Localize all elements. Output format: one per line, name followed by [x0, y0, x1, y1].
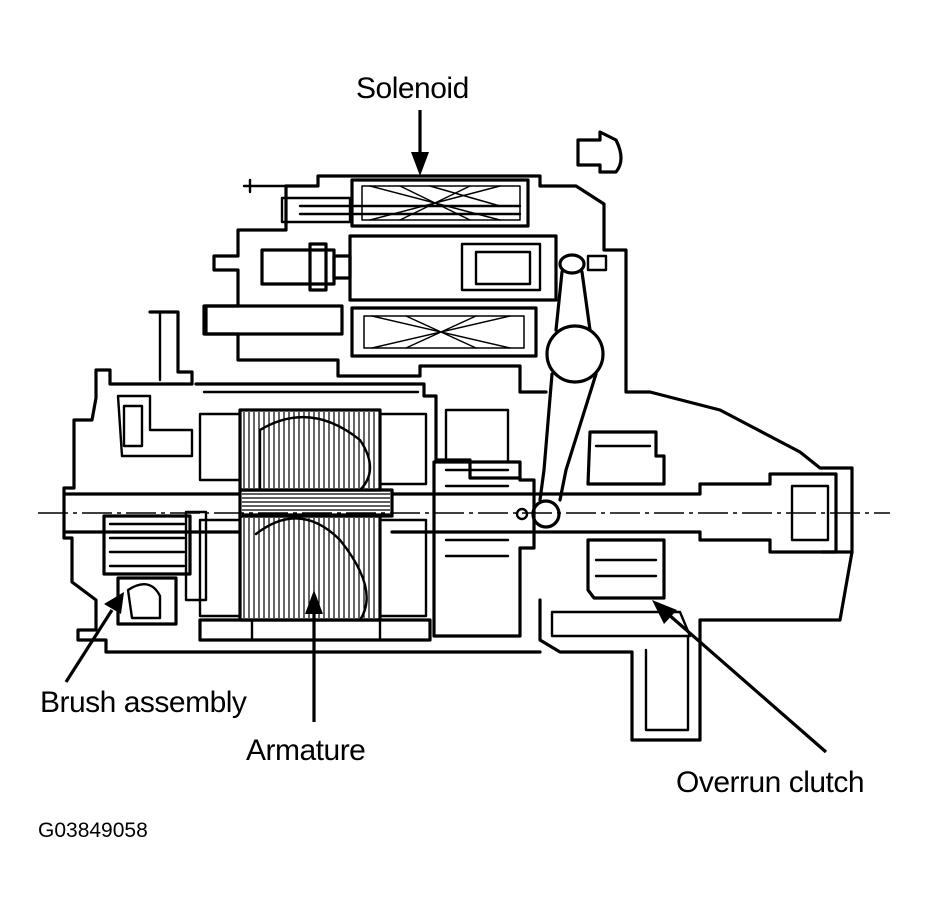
brush-holder: [102, 510, 208, 626]
solenoid-label: Solenoid: [356, 72, 469, 105]
shift-lever: [515, 253, 605, 529]
brush-assembly-label: Brush assembly: [40, 686, 247, 719]
solenoid-body: [202, 130, 854, 554]
figure-id: G03849058: [38, 819, 148, 842]
armature-callout-arrow: [305, 590, 323, 722]
brush-assembly-callout-arrow: [64, 592, 124, 683]
overrun-clutch-callout-arrow: [652, 600, 828, 754]
motor-housing: [62, 310, 542, 654]
armature-winding-hatch: [242, 412, 390, 618]
solenoid-callout-arrow: [411, 110, 429, 176]
overrun-clutch-label: Overrun clutch: [676, 766, 864, 799]
armature-label: Armature: [246, 734, 365, 767]
shaft-and-pinion: [64, 408, 854, 742]
